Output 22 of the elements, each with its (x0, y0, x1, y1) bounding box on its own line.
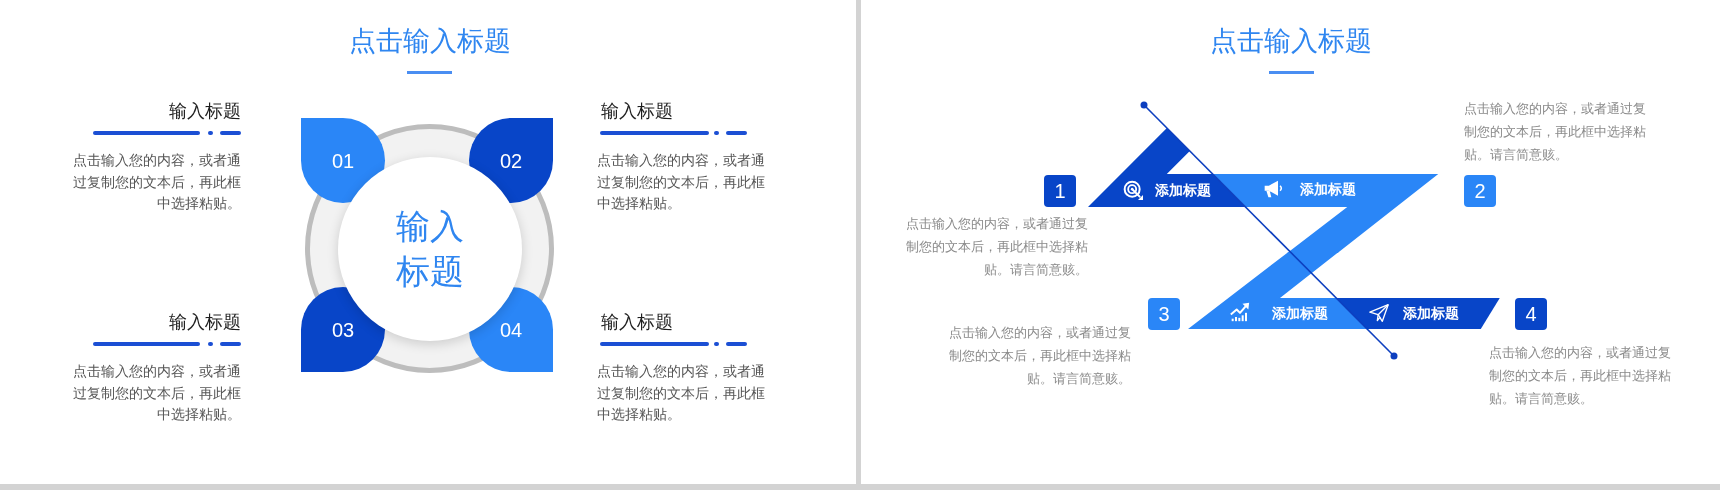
number-box: 1 (1044, 175, 1076, 207)
item-heading: 输入标题 (601, 100, 674, 123)
band-title: 添加标题 (1300, 180, 1356, 199)
item-text: 点击输入您的内容，或者通过复制您的文本后，再此框中选择粘贴。请言简意赅。 (1489, 345, 1672, 408)
item-text: 点击输入您的内容，或者通过复制您的文本后，再此框中选择粘贴。 (72, 151, 241, 213)
item-text: 点击输入您的内容，或者通过复制您的文本后，再此框中选择粘贴。 (597, 151, 766, 213)
item-text: 点击输入您的内容，或者通过复制您的文本后，再此框中选择粘贴。请言简意赅。 (948, 325, 1131, 388)
item-heading: 输入标题 (168, 311, 241, 334)
item-heading: 输入标题 (168, 100, 241, 123)
item-text: 点击输入您的内容，或者通过复制您的文本后，再此框中选择粘贴。 (597, 362, 766, 424)
band-title: 添加标题 (1272, 304, 1328, 323)
item-text: 点击输入您的内容，或者通过复制您的文本后，再此框中选择粘贴。请言简意赅。 (905, 216, 1088, 279)
slide-title: 点击输入标题 (348, 25, 512, 58)
slide-title: 点击输入标题 (1209, 25, 1373, 58)
number-box: 3 (1148, 298, 1180, 330)
item-heading: 输入标题 (601, 311, 674, 334)
band-title: 添加标题 (1403, 304, 1459, 323)
number-box: 2 (1464, 175, 1496, 207)
item-text: 点击输入您的内容，或者通过复制您的文本后，再此框中选择粘贴。 (72, 362, 241, 424)
item-text: 点击输入您的内容，或者通过复制您的文本后，再此框中选择粘贴。请言简意赅。 (1464, 101, 1647, 164)
band-title: 添加标题 (1155, 181, 1211, 200)
number-box: 4 (1515, 298, 1547, 330)
